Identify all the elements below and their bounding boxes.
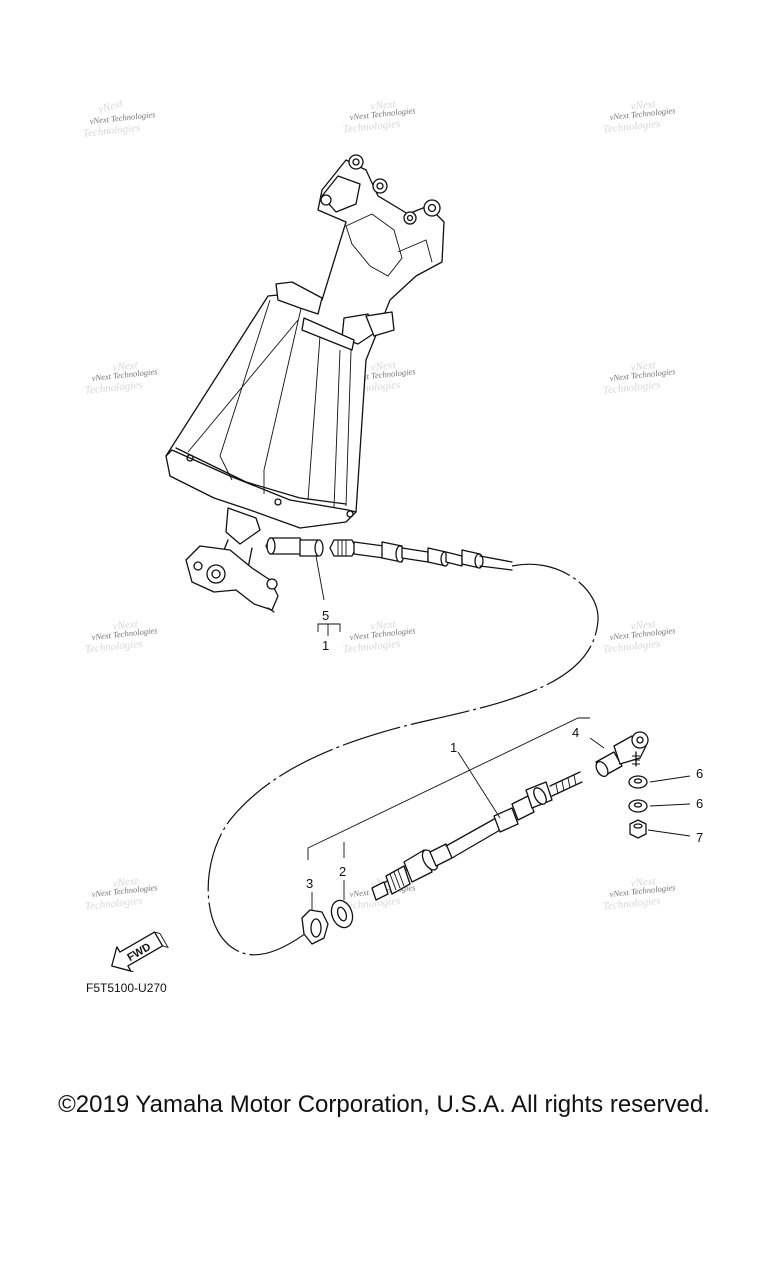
callout-3: 3 <box>306 876 313 891</box>
svg-text:vNext: vNext <box>112 618 139 633</box>
callout-7: 7 <box>696 830 703 845</box>
svg-text:Technologies: Technologies <box>342 895 401 913</box>
lower-cable-end <box>371 771 583 901</box>
svg-text:vNext: vNext <box>630 359 657 374</box>
svg-text:Technologies: Technologies <box>84 638 143 656</box>
svg-text:vNext: vNext <box>370 359 397 374</box>
svg-text:vNext: vNext <box>370 618 397 633</box>
svg-text:vNext: vNext <box>630 618 657 633</box>
diagram-code: F5T5100-U270 <box>86 981 167 995</box>
cable-routing-line <box>207 563 599 956</box>
svg-text:Technologies: Technologies <box>84 379 143 397</box>
svg-text:Technologies: Technologies <box>82 122 141 140</box>
callout-5: 5 <box>322 608 329 623</box>
upper-cable-end <box>329 539 513 571</box>
washer-part-6 <box>628 775 648 789</box>
nut-part-3 <box>301 909 329 945</box>
svg-text:vNext: vNext <box>112 359 139 374</box>
svg-text:Technologies: Technologies <box>602 895 661 913</box>
svg-text:vNext: vNext <box>370 98 397 113</box>
svg-text:vNext: vNext <box>630 875 657 890</box>
joint-part-4 <box>595 731 649 778</box>
svg-text:vNext: vNext <box>630 98 657 113</box>
callout-2: 2 <box>339 864 346 879</box>
svg-text:Technologies: Technologies <box>602 638 661 656</box>
nut-part-7 <box>629 819 647 839</box>
callout-6: 6 <box>696 766 703 781</box>
joint-part-5 <box>265 537 324 557</box>
callout-4: 4 <box>572 725 579 740</box>
svg-text:Technologies: Technologies <box>602 379 661 397</box>
jet-pump-housing-drawing <box>165 154 445 613</box>
washer-part-6 <box>628 799 648 813</box>
callout-1: 1 <box>322 638 329 653</box>
washer-part-2 <box>330 899 354 929</box>
fwd-label: FWD <box>125 941 153 964</box>
copyright-text: ©2019 Yamaha Motor Corporation, U.S.A. A… <box>58 1091 710 1118</box>
callout-6: 6 <box>696 796 703 811</box>
fwd-arrow-icon: FWD <box>111 931 169 973</box>
callout-1: 1 <box>450 740 457 755</box>
svg-text:Technologies: Technologies <box>84 895 143 913</box>
svg-text:vNext: vNext <box>112 875 139 890</box>
svg-text:Technologies: Technologies <box>602 118 661 136</box>
leader-lines <box>307 555 691 910</box>
svg-text:Technologies: Technologies <box>342 638 401 656</box>
svg-text:Technologies: Technologies <box>342 118 401 136</box>
